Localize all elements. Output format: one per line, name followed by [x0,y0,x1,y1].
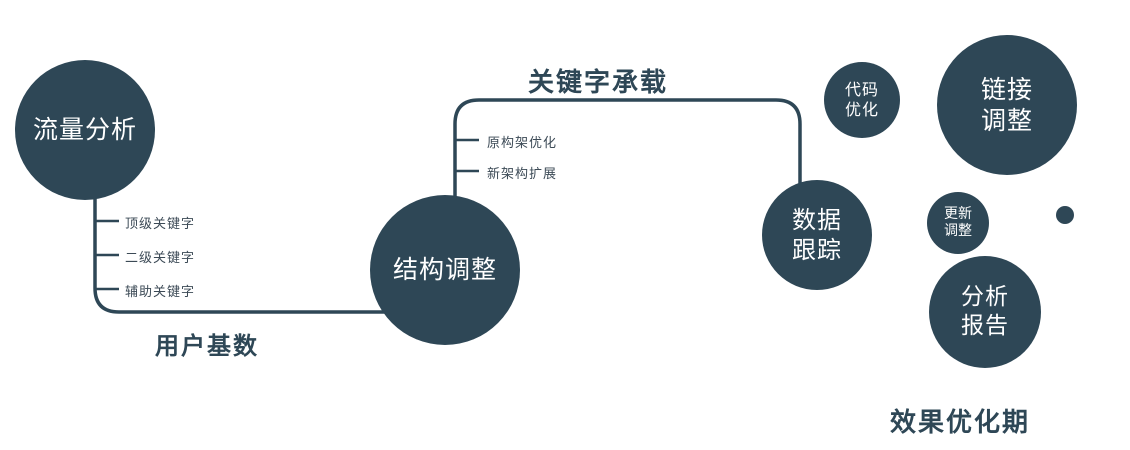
bullet-dot [1056,206,1074,224]
node-link-adjust: 链接 调整 [937,35,1077,175]
node-analysis-report: 分析 报告 [929,256,1041,368]
node-structure-adjust: 结构调整 [370,195,520,345]
branch-label-new-arch: 新架构扩展 [487,167,558,182]
branch-label-original-arch: 原构架优化 [487,136,558,151]
edge-label-user-base: 用户基数 [155,332,259,360]
node-update-adjust: 更新 调整 [927,192,989,254]
edge-label-keyword-carry: 关键字承载 [528,68,669,98]
edge-label-effect-phase: 效果优化期 [890,408,1031,438]
node-traffic-analysis: 流量分析 [15,60,155,200]
branch-label-aux-keywords: 辅助关键字 [125,285,196,300]
node-data-tracking: 数据 跟踪 [762,180,872,290]
branch-label-second-keywords: 二级关键字 [125,251,196,266]
branch-label-top-keywords: 顶级关键字 [125,217,196,232]
node-code-optimize: 代码 优化 [824,62,900,138]
edge-structure-to-tracking [453,98,802,240]
